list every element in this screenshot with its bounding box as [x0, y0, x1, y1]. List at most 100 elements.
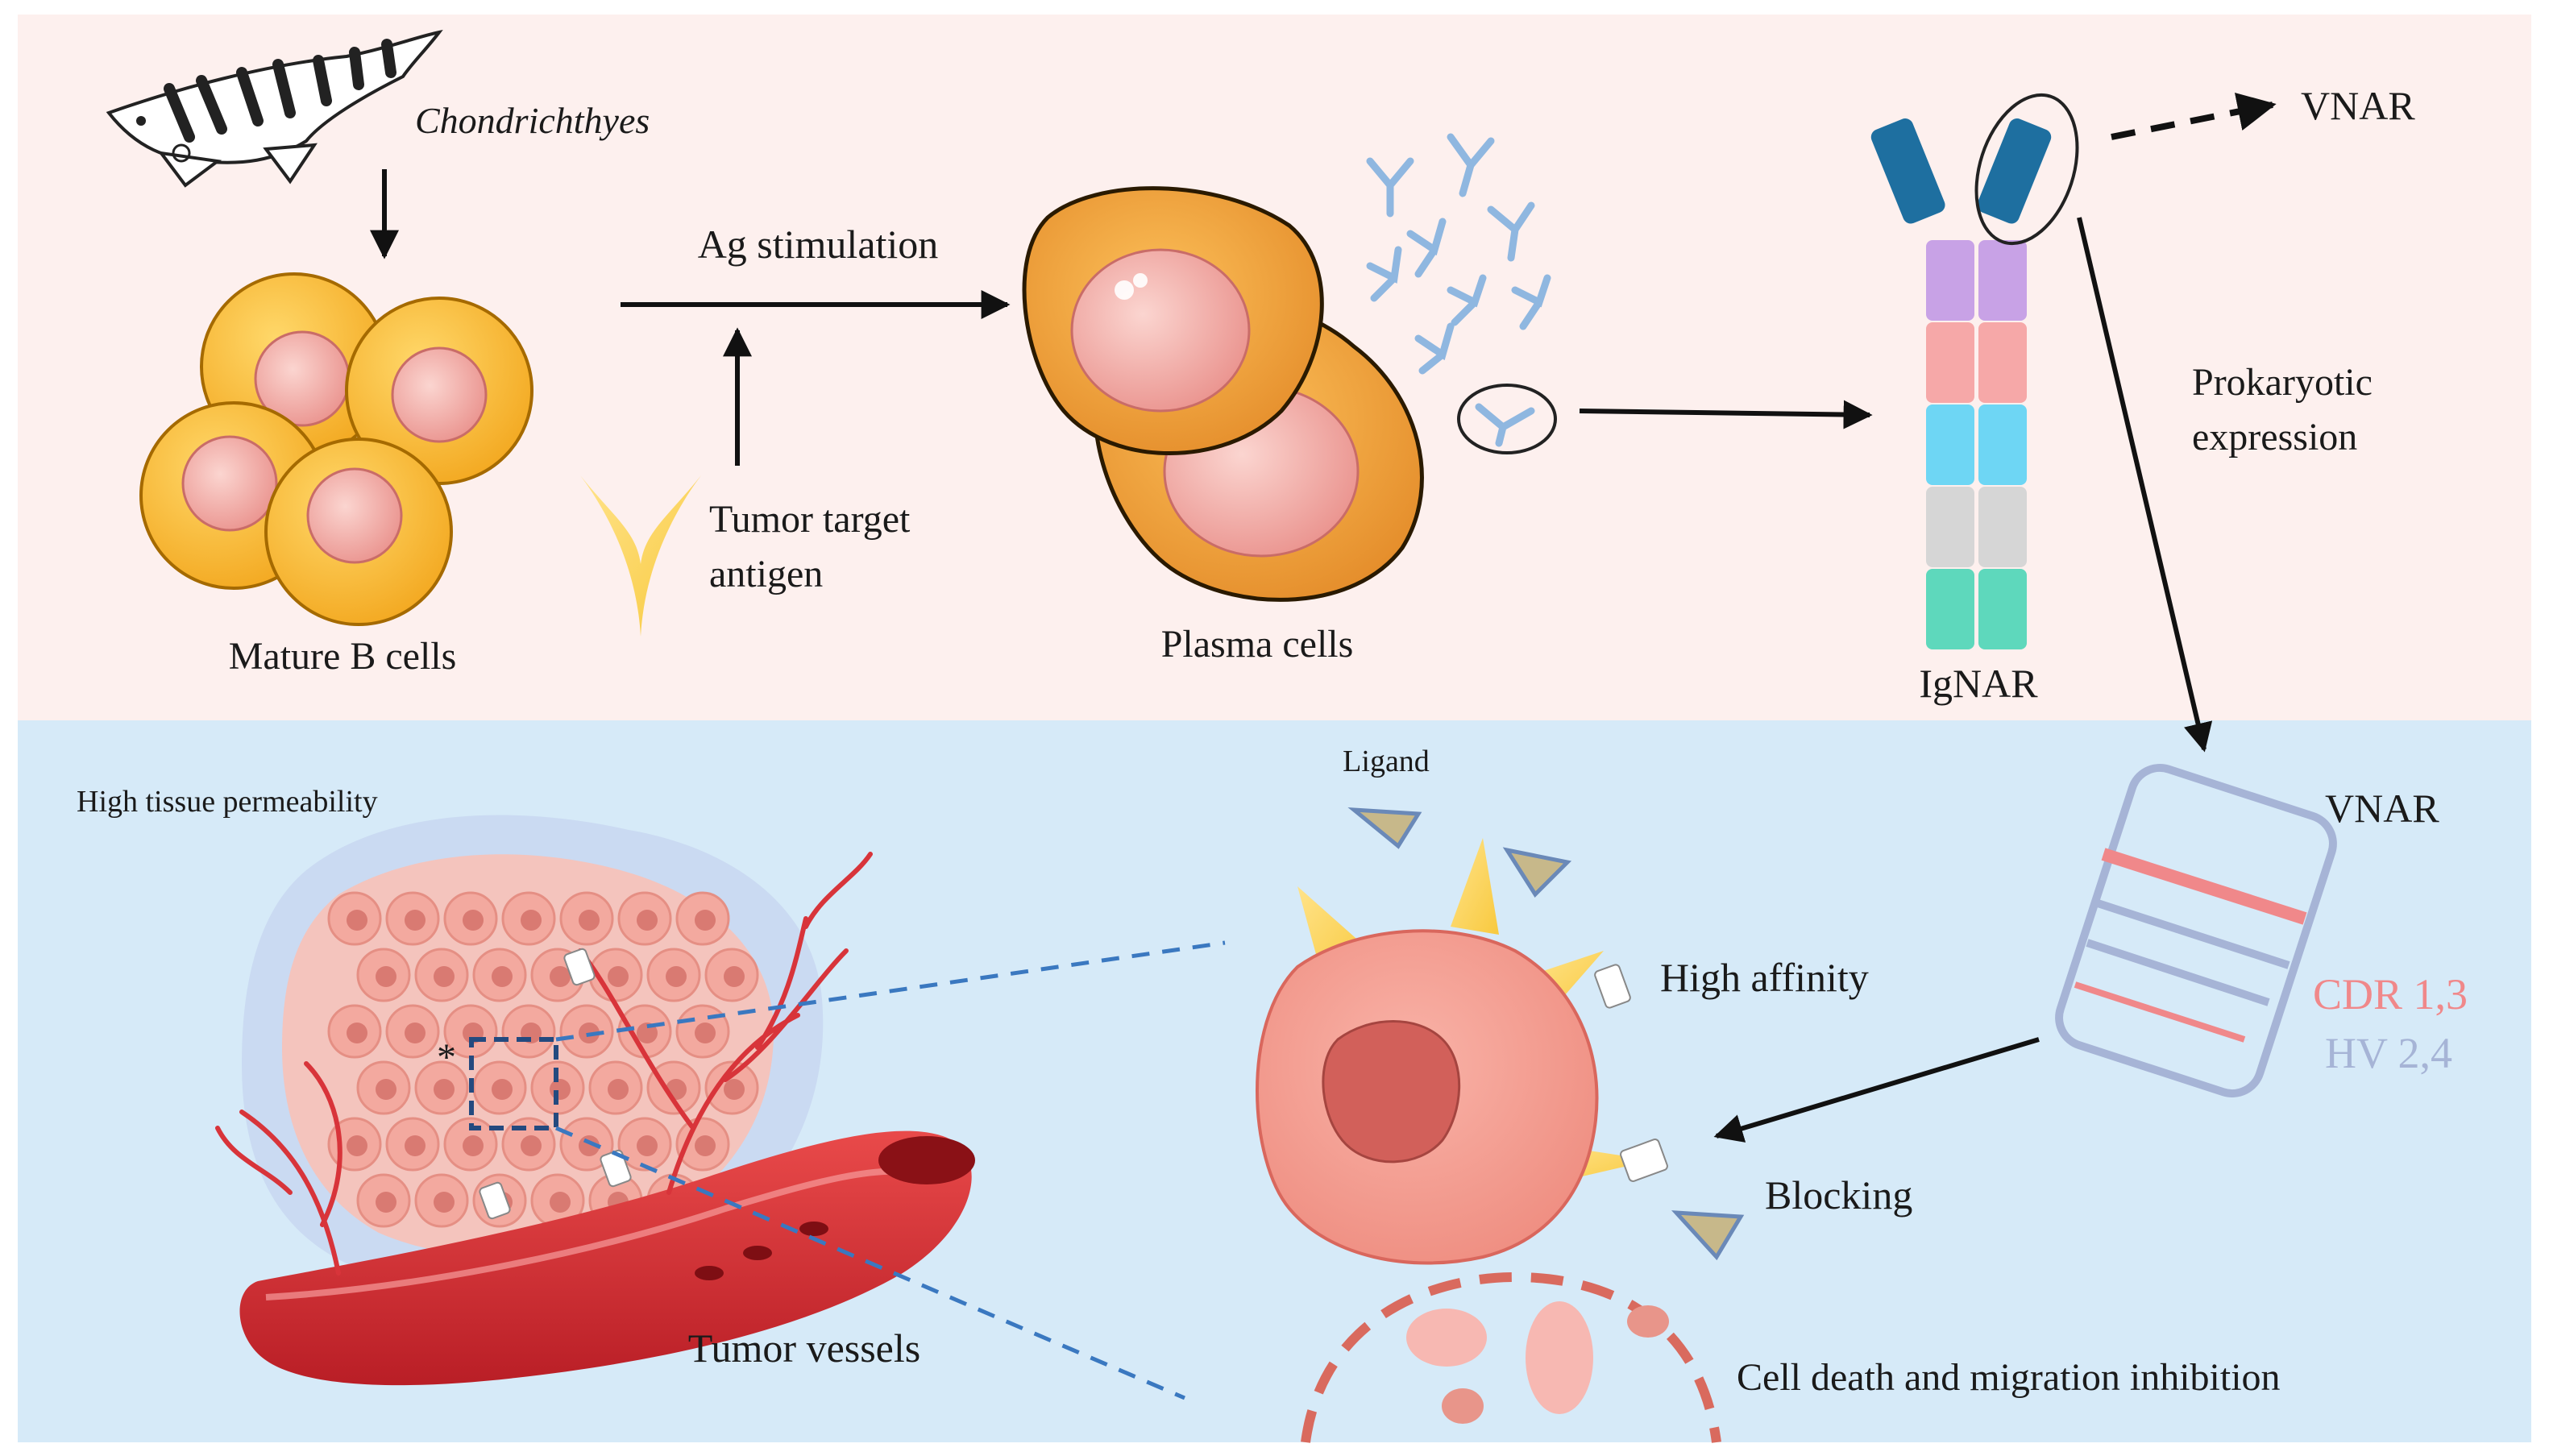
vnar-domain-illustration — [2055, 764, 2337, 1097]
hv-line — [2086, 939, 2270, 1006]
arrow-to-ignar — [1579, 400, 1873, 429]
arrow-to-vnar-dashed — [2111, 92, 2277, 140]
ligand-label: Ligand — [1343, 745, 1430, 778]
cell-fragment — [1406, 1309, 1487, 1367]
tumor-cell-nucleus — [1322, 1020, 1461, 1164]
arrow-prokaryotic-expression — [2077, 217, 2213, 753]
tumor-cell-nucleus-small — [376, 966, 396, 987]
ignar-label: IgNAR — [1919, 661, 2038, 706]
ignar-domain-pink-right — [1978, 322, 2027, 403]
vnar-fragment-in-tumor — [479, 1181, 511, 1220]
antibody-y — [1414, 322, 1455, 375]
vnar-fragment-in-tumor — [600, 1149, 632, 1188]
tumor-antigen-shape — [580, 475, 701, 637]
capillaries — [215, 852, 873, 1276]
tumor-cell-nucleus-small — [376, 1079, 396, 1100]
tumor-cell-nucleus-small — [550, 1192, 571, 1213]
tumor-cell-nucleus-small — [608, 966, 629, 987]
tumor-cell-nucleus-small — [405, 1135, 426, 1156]
ligand-blocked — [1671, 1210, 1745, 1261]
high-affinity-label: High affinity — [1660, 955, 1869, 1000]
vnar-bound-blocking — [1620, 1139, 1668, 1182]
vnar-bound-affinity — [1594, 964, 1631, 1009]
vnar-highlight-circle — [1974, 93, 2079, 246]
cell-fragment — [1442, 1388, 1484, 1424]
selected-antibody-circle — [1457, 384, 1557, 454]
shark-illustration — [106, 30, 443, 188]
cdr-line — [2101, 848, 2307, 925]
ligand-shape — [1347, 807, 1422, 849]
tumor-cell-nucleus-small — [695, 910, 716, 931]
b-cell — [264, 438, 453, 626]
blocking-label: Blocking — [1765, 1172, 1912, 1217]
tumor-cells — [327, 891, 759, 1228]
ligand-bound — [1502, 847, 1572, 898]
plasma-cells-illustration — [1022, 186, 1424, 602]
tumor-cell-nucleus-small — [434, 1192, 455, 1213]
zoom-line-bottom — [555, 1126, 1185, 1400]
ignar-domain-teal-right — [1978, 569, 2027, 649]
tumor-cell-nucleus-small — [347, 1023, 367, 1043]
plasma-cells-label: Plasma cells — [1161, 623, 1354, 666]
tumor-cell-nucleus-small — [405, 910, 426, 931]
antibody-y — [1447, 274, 1487, 326]
antibody-y — [1487, 201, 1535, 262]
tumor-cell-nucleus-small — [347, 1135, 367, 1156]
tumor-cell-nucleus-small — [405, 1023, 426, 1043]
tumor-cell-nucleus-small — [376, 1192, 396, 1213]
arrow-vnar-to-cell — [1713, 1037, 2040, 1143]
ag-stimulation-label: Ag stimulation — [698, 222, 939, 267]
antibody-y — [1447, 133, 1495, 197]
mature-b-cells-label: Mature B cells — [229, 635, 457, 678]
tumor-cell-nucleus-small — [637, 1135, 658, 1156]
high-tissue-permeability-label: High tissue permeability — [77, 785, 378, 819]
cell-death-illustration — [1301, 1271, 1721, 1443]
antibody-y — [1366, 157, 1414, 218]
ignar-domain-gray-left — [1926, 487, 1974, 567]
secreted-antibodies — [1366, 133, 1551, 375]
tumor-cell-zoom — [1256, 838, 1652, 1265]
antibody-y — [1406, 218, 1447, 278]
cell-fragment — [1526, 1301, 1593, 1414]
antibody-y — [1366, 246, 1402, 302]
ignar-domain-gray-right — [1978, 487, 2027, 567]
zoom-region-box — [469, 1037, 558, 1130]
cell-death-dashed-arc — [1301, 1271, 1721, 1443]
tumor-cell-nucleus-small — [347, 910, 367, 931]
tumor-cell-nucleus-small — [492, 1079, 513, 1100]
vnar-domain-label: VNAR — [2325, 786, 2439, 831]
tumor-target-antigen-label-line1: Tumor target — [709, 498, 911, 541]
tumor-cell-nucleus-small — [579, 1135, 600, 1156]
tumor-cell-nucleus-small — [637, 1023, 658, 1043]
mature-b-cells-illustration — [139, 272, 533, 626]
tumor-cell-nucleus-small — [724, 966, 745, 987]
cdr-line — [2074, 981, 2246, 1043]
vnar-top-label: VNAR — [2301, 83, 2415, 128]
ignar-domain-purple-left — [1926, 240, 1974, 321]
prokaryotic-expression-line2: expression — [2192, 416, 2357, 458]
tumor-cell-nucleus-small — [579, 910, 600, 931]
ignar-domain-cyan-right — [1978, 404, 2027, 485]
cell-death-label: Cell death and migration inhibition — [1737, 1356, 2281, 1399]
tumor-cell-nucleus-small — [434, 1079, 455, 1100]
tumor-cell-nucleus-small — [463, 1135, 484, 1156]
tumor-cell-nucleus-small — [463, 910, 484, 931]
tumor-cell-nucleus-small — [695, 1135, 716, 1156]
ignar-structure — [1870, 93, 2079, 649]
tumor-cell-nucleus-small — [637, 910, 658, 931]
tumor-cell-nucleus-small — [666, 966, 687, 987]
zoom-line-top — [555, 940, 1226, 1042]
tumor-cell-nucleus-small — [521, 1135, 542, 1156]
ignar-domain-cyan-left — [1926, 404, 1974, 485]
ignar-domain-purple-right — [1978, 240, 2027, 321]
tumor-vessels-label: Tumor vessels — [688, 1325, 920, 1371]
asterisk-marker: * — [437, 1036, 456, 1079]
tumor-cell-nucleus-small — [492, 966, 513, 987]
tumor-cell-nucleus-small — [724, 1079, 745, 1100]
antibody-y — [1511, 274, 1551, 330]
ignar-vnar-domain-left — [1870, 118, 1945, 224]
tumor-cell-nucleus-small — [521, 910, 542, 931]
tumor-cell-nucleus-small — [608, 1079, 629, 1100]
tumor-cell-nucleus-small — [695, 1023, 716, 1043]
